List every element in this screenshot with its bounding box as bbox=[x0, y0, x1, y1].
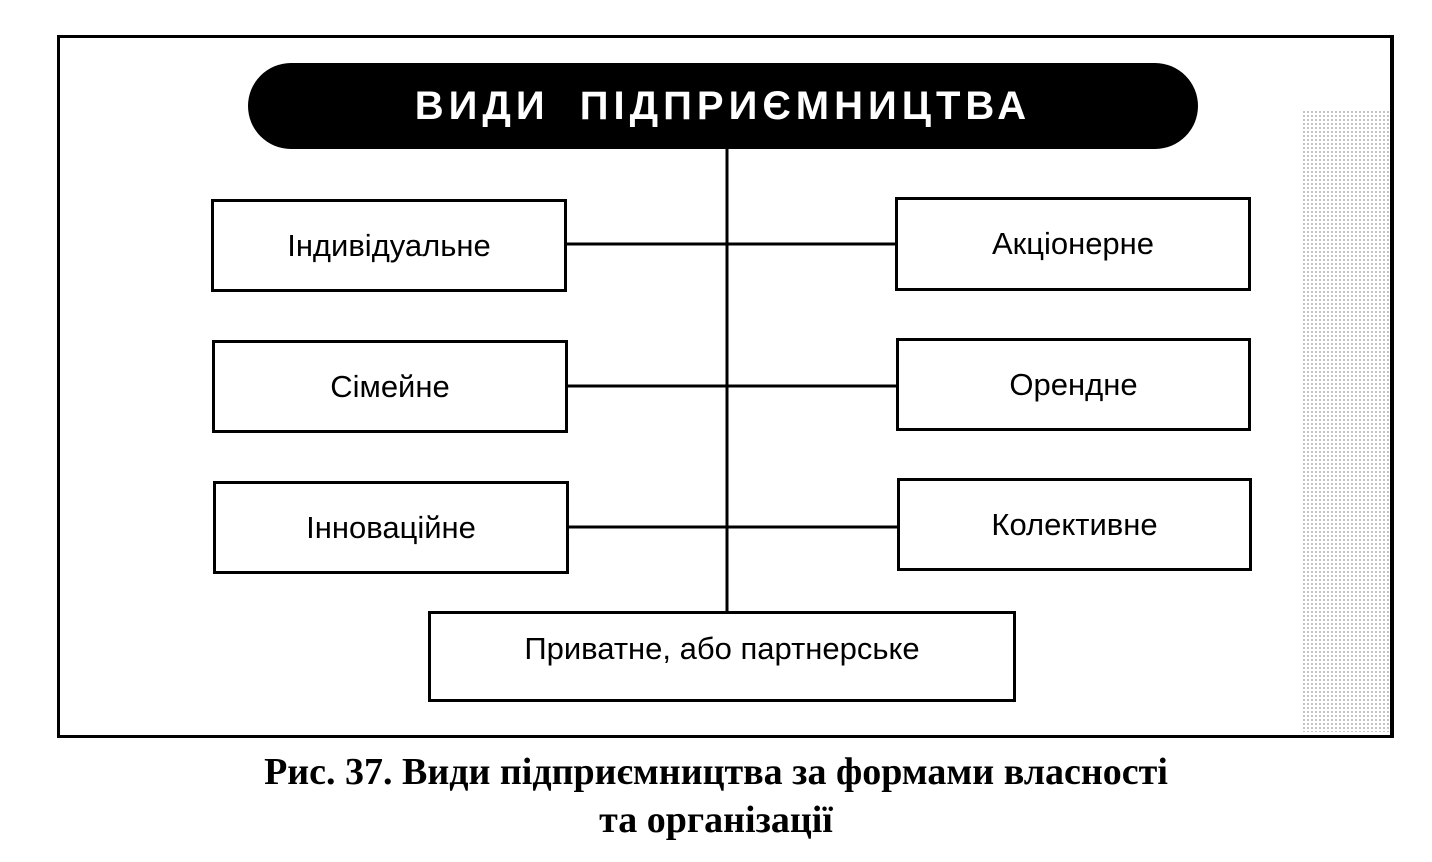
caption-line-2: та організації bbox=[599, 799, 833, 841]
box-lease-label: Орендне bbox=[1009, 366, 1138, 402]
box-joint-stock-label: Акціонерне bbox=[991, 226, 1155, 261]
scan-shading bbox=[1302, 110, 1390, 732]
box-individual-label: Індивідуальне bbox=[287, 227, 491, 263]
caption-line-1: Рис. 37. Види підприємництва за формами … bbox=[264, 751, 1168, 793]
box-private-label: Приватне, або партнерське bbox=[524, 630, 920, 666]
box-joint-stock: Акціонерне bbox=[895, 197, 1251, 291]
box-private: Приватне, або партнерське bbox=[428, 611, 1016, 702]
box-individual: Індивідуальне bbox=[211, 199, 567, 292]
box-innovative-label: Інноваційне bbox=[306, 509, 476, 545]
box-collective: Колективне bbox=[897, 478, 1252, 571]
box-innovative: Інноваційне bbox=[213, 481, 569, 574]
figure-caption: Рис. 37. Види підприємництва за формами … bbox=[0, 748, 1432, 844]
box-lease: Орендне bbox=[896, 338, 1251, 431]
box-family: Сімейне bbox=[212, 340, 568, 433]
diagram-title: ВИДИ ПІДПРИЄМНИЦТВА bbox=[248, 63, 1198, 149]
box-family-label: Сімейне bbox=[330, 368, 450, 404]
box-collective-label: Колективне bbox=[991, 506, 1158, 542]
